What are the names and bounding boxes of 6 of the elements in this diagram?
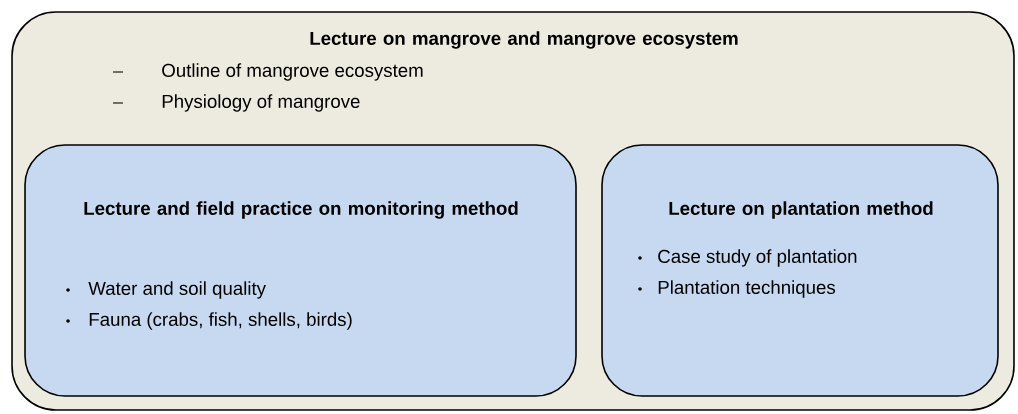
bullet-item: Fauna (crabs, fish, shells, birds)	[66, 312, 352, 330]
bullet-item: Case study of plantation	[638, 249, 857, 267]
bullet-item: Physiology of mangrove	[112, 94, 360, 112]
bullet-item: Plantation techniques	[638, 280, 836, 298]
bullet-item: Outline of mangrove ecosystem	[112, 63, 423, 81]
bullet-item: Water and soil quality	[66, 281, 266, 299]
